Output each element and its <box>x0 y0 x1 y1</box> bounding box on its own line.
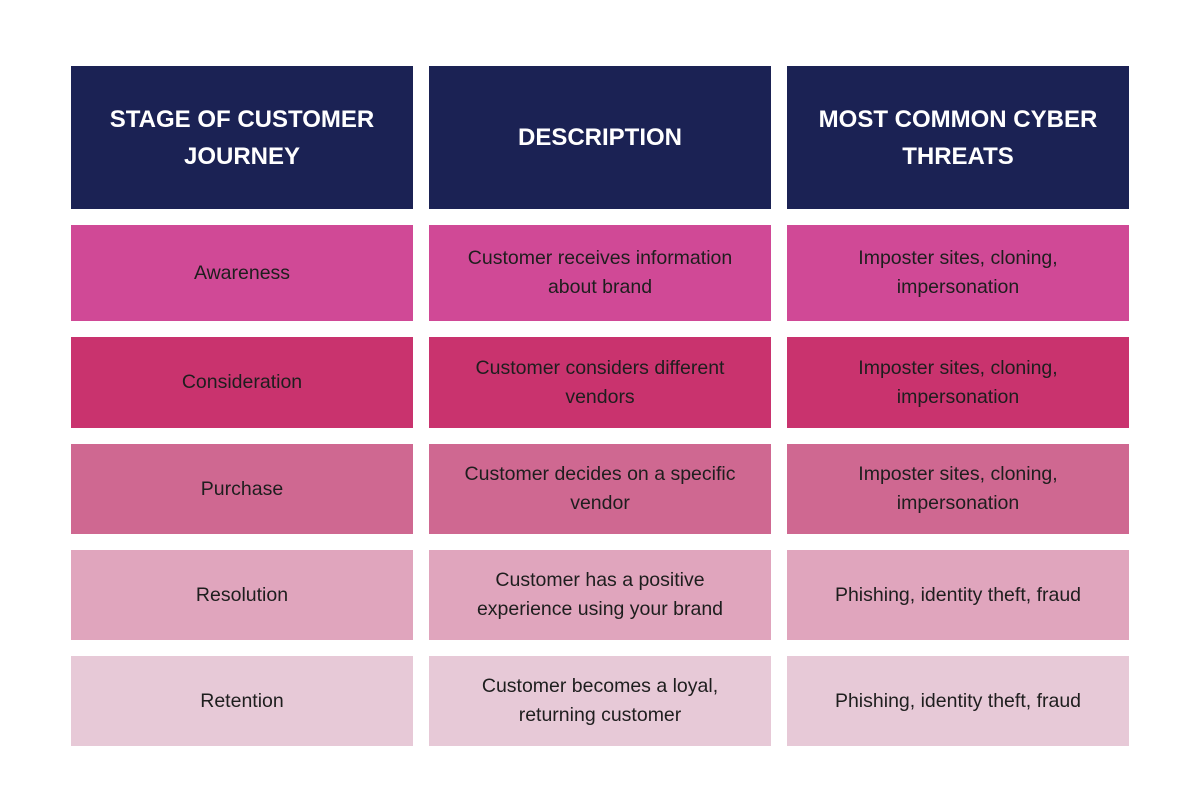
row-consideration-stage: Consideration <box>71 337 413 428</box>
row-purchase-stage: Purchase <box>71 444 413 534</box>
row-retention-stage: Retention <box>71 656 413 746</box>
row-purchase-threats: Imposter sites, cloning, impersonation <box>787 444 1129 534</box>
header-description: DESCRIPTION <box>429 66 771 209</box>
row-resolution-threats: Phishing, identity theft, fraud <box>787 550 1129 640</box>
row-retention-threats: Phishing, identity theft, fraud <box>787 656 1129 746</box>
row-resolution-stage: Resolution <box>71 550 413 640</box>
row-resolution-description: Customer has a positive experience using… <box>429 550 771 640</box>
header-threats: MOST COMMON CYBER THREATS <box>787 66 1129 209</box>
row-consideration-threats: Imposter sites, cloning, impersonation <box>787 337 1129 428</box>
row-purchase-description: Customer decides on a specific vendor <box>429 444 771 534</box>
row-awareness-description: Customer receives information about bran… <box>429 225 771 321</box>
row-awareness-threats: Imposter sites, cloning, impersonation <box>787 225 1129 321</box>
row-consideration-description: Customer considers different vendors <box>429 337 771 428</box>
header-stage: STAGE OF CUSTOMER JOURNEY <box>71 66 413 209</box>
row-retention-description: Customer becomes a loyal, returning cust… <box>429 656 771 746</box>
row-awareness-stage: Awareness <box>71 225 413 321</box>
